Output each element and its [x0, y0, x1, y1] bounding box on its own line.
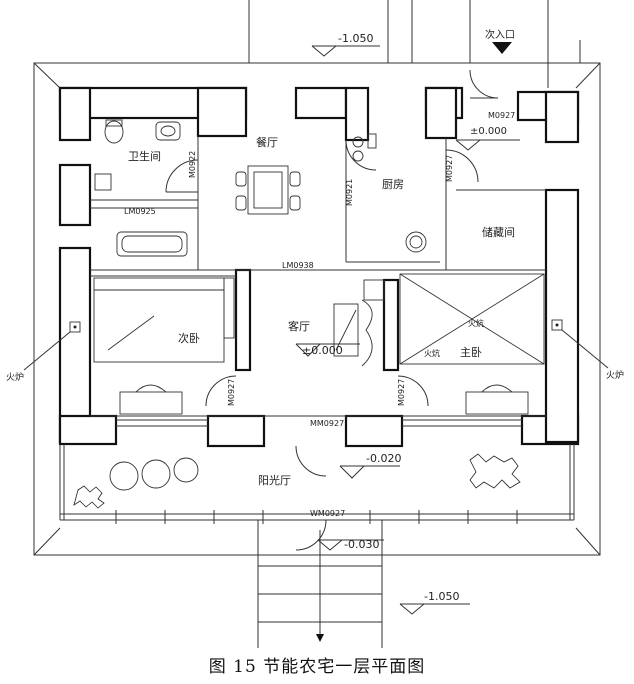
door-m0921: M0921 — [345, 179, 354, 206]
bedroom-right-furniture — [399, 273, 545, 415]
door-m0927-storage: M0927 — [445, 155, 454, 182]
door-mm0927: MM0927 — [310, 419, 344, 428]
bedroom-left-furniture — [93, 277, 235, 415]
room-labels: ±0.000 M0927 卫生间 餐厅 厨房 储藏间 次卧 客厅 ±0.000 … — [6, 111, 624, 551]
room-dining: 餐厅 — [256, 135, 278, 149]
wc-fixtures — [94, 119, 188, 257]
figure-caption: 图 15 节能农宅一层平面图 — [208, 657, 426, 677]
door-lm0938: LM0938 — [282, 261, 314, 270]
room-storage: 储藏间 — [482, 225, 515, 239]
floor-plan: -1.050 次入口 — [6, 0, 624, 648]
tag-bedroom-right: 火炕 — [468, 318, 484, 328]
tag-right: 火炉 — [606, 369, 624, 381]
room-living: 客厅 — [288, 319, 310, 333]
partitions — [90, 136, 546, 427]
door-m0922: M0922 — [188, 151, 197, 178]
wall-tags — [23, 319, 609, 371]
entry-stairs — [257, 520, 383, 648]
door-wm0927: WM0927 — [310, 509, 345, 518]
planters — [73, 453, 521, 509]
living-furniture — [333, 279, 385, 367]
interior-level-markers — [295, 139, 520, 551]
sunroom-area — [59, 444, 575, 524]
svg-text:-1.050: -1.050 — [338, 32, 373, 45]
door-lm0925: LM0925 — [124, 207, 156, 216]
door-m0927-right: M0927 — [397, 379, 406, 406]
level-kitchen: ±0.000 — [470, 126, 507, 137]
svg-text:-1.050: -1.050 — [424, 590, 459, 603]
tag-living: 火炕 — [424, 348, 440, 358]
level-marker-top: -1.050 — [311, 32, 380, 57]
entrance-marker: 次入口 — [485, 28, 515, 54]
room-sunroom: 阳光厅 — [258, 473, 291, 487]
tag-left: 火炉 — [6, 371, 24, 383]
level-sunroom: -0.020 — [366, 452, 401, 465]
room-bedroom-right: 主卧 — [460, 346, 482, 359]
walls — [58, 86, 580, 448]
door-swings — [165, 69, 499, 551]
door-m0927-top: M0927 — [488, 111, 515, 120]
room-kitchen: 厨房 — [382, 178, 404, 191]
room-bedroom-left: 次卧 — [178, 331, 200, 345]
door-m0927-left: M0927 — [227, 379, 236, 406]
dining-table — [235, 165, 301, 215]
level-entry: -0.030 — [344, 538, 379, 551]
level-marker-bottom: -1.050 — [399, 590, 470, 615]
svg-text:次入口: 次入口 — [485, 28, 515, 41]
level-living: ±0.000 — [302, 344, 343, 357]
kitchen-fixtures — [352, 133, 427, 253]
room-wc: 卫生间 — [128, 149, 161, 163]
site-boundary — [33, 62, 601, 556]
